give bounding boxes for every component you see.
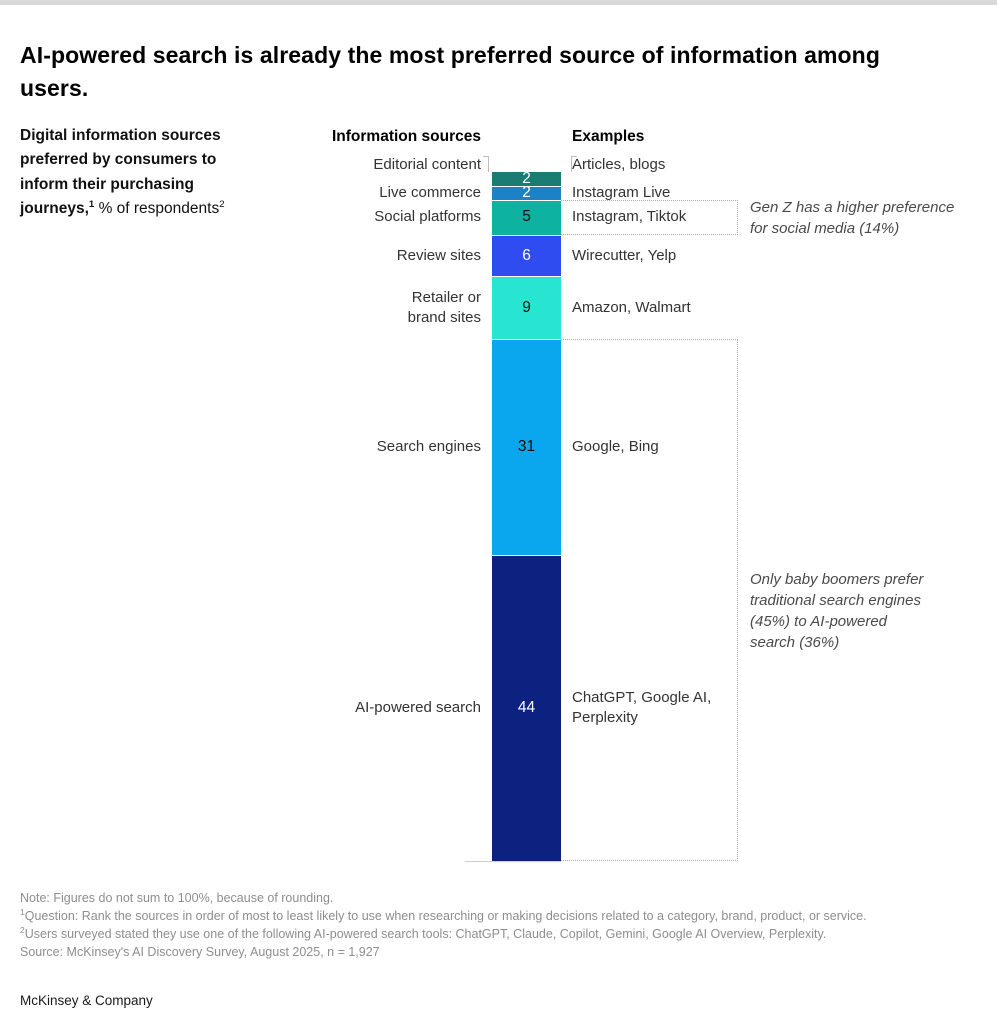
footnote-sup: 1	[20, 906, 25, 917]
page-title: AI-powered search is already the most pr…	[20, 42, 880, 101]
chart-subtitle-bold: Digital information sources preferred by…	[20, 127, 221, 218]
bar-segment	[492, 185, 561, 200]
footnotes: Note: Figures do not sum to 100%, becaus…	[20, 889, 980, 962]
stacked-bar-chart: Information sources Examples 2 Editorial …	[0, 120, 997, 900]
footnote-ref-2: 2	[219, 199, 225, 211]
annotation-box	[561, 339, 738, 862]
example-label: Wirecutter, Yelp	[572, 246, 677, 264]
category-label: Live commerce	[379, 183, 481, 201]
value-label: 6	[522, 246, 531, 264]
category-label: AI-powered search	[355, 698, 481, 716]
column-header-information-sources: Information sources	[332, 128, 481, 145]
bar-segment	[492, 276, 561, 340]
footnote-users: 2Users surveyed stated they use one of t…	[20, 925, 980, 943]
mckinsey-logo-text: McKinsey & Company	[20, 993, 153, 1008]
category-label: Editorial content	[373, 155, 481, 173]
footnote-text: Note: Figures do not sum to 100%, becaus…	[20, 891, 334, 905]
example-label: Articles, blogs	[572, 155, 666, 173]
footnote-source: Source: McKinsey's AI Discovery Survey, …	[20, 943, 980, 961]
category-label: Retailer or brand sites	[407, 288, 481, 326]
example-label: Instagram Live	[572, 183, 671, 201]
page-top-border	[0, 0, 997, 5]
bar-segment	[492, 199, 561, 235]
leader-bracket-left	[483, 156, 489, 172]
footnote-text: Users surveyed stated they use one of th…	[24, 927, 827, 942]
axis-baseline	[465, 861, 561, 863]
column-header-examples: Examples	[572, 128, 645, 145]
annotation-text: Only baby boomers prefer traditional sea…	[750, 570, 924, 651]
chart-subtitle: Digital information sources preferred by…	[20, 124, 258, 222]
example-label: Instagram, Tiktok	[572, 208, 687, 226]
footnote-text: Source: McKinsey's AI Discovery Survey, …	[20, 945, 380, 960]
footnote-text: Question: Rank the sources in order of m…	[24, 909, 867, 924]
footnote-note: Note: Figures do not sum to 100%, becaus…	[20, 889, 980, 907]
value-label: 9	[522, 298, 531, 316]
example-label: ChatGPT, Google AI, Perplexity	[572, 688, 712, 726]
footnote-sup: 2	[20, 925, 25, 936]
annotation-box	[561, 199, 738, 235]
footnote-ref-1: 1	[88, 199, 95, 211]
value-label: 2	[522, 169, 531, 187]
annotation-text: Gen Z has a higher preference for social…	[750, 198, 955, 237]
category-label: Review sites	[396, 246, 481, 264]
category-label: Social platforms	[374, 208, 481, 226]
bar-segment	[492, 172, 561, 186]
value-label: 2	[522, 183, 531, 201]
example-label: Amazon, Walmart	[572, 298, 691, 316]
category-label: Search engines	[376, 437, 481, 455]
value-label: 31	[517, 437, 536, 455]
value-label: 5	[522, 208, 531, 226]
example-label: Google, Bing	[572, 437, 659, 455]
value-label: 44	[517, 698, 536, 716]
bar-segment	[492, 554, 561, 862]
bar-segment	[492, 234, 561, 277]
bar-segment	[492, 339, 561, 555]
footnote-question: 1Question: Rank the sources in order of …	[20, 907, 980, 925]
leader-bracket-right	[571, 156, 577, 172]
chart-subtitle-unit: % of respondents	[94, 200, 220, 218]
